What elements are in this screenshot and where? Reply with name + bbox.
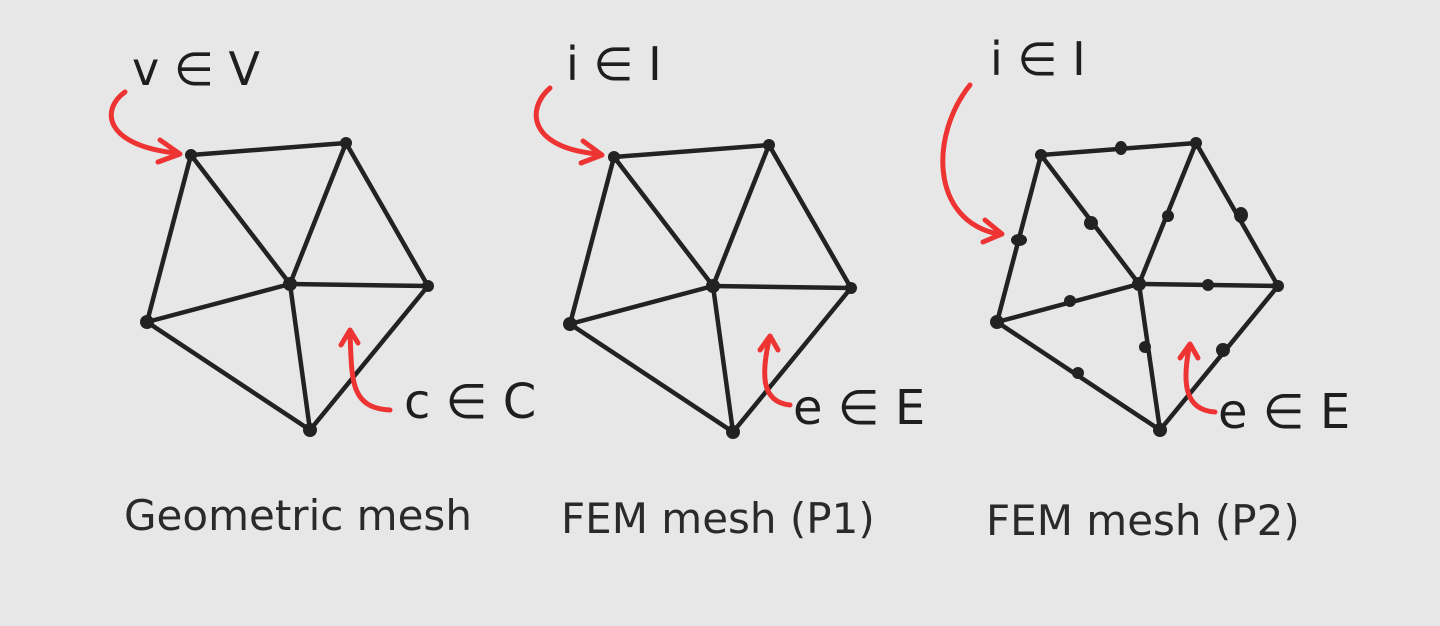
- element-set-label: e ∈ E: [1218, 384, 1350, 440]
- dof-dot: [1162, 210, 1174, 222]
- dof-dot: [845, 282, 857, 294]
- dof-dot: [726, 425, 740, 439]
- vertex-dot: [340, 137, 352, 149]
- cell-pointer-arrow: [347, 331, 393, 413]
- fem-p1-caption: FEM mesh (P1): [561, 494, 875, 543]
- dof-dot: [990, 315, 1004, 329]
- dof-pointer-arrow: [533, 85, 601, 157]
- vertex-dot: [422, 280, 434, 292]
- dof-dot: [1139, 341, 1151, 353]
- dof-pointer-arrowhead: [578, 138, 605, 166]
- dof-dot: [1084, 216, 1098, 230]
- cell-pointer-arrowhead: [338, 327, 361, 348]
- element-pointer-arrow: [1183, 345, 1218, 415]
- vertex-dot: [140, 315, 154, 329]
- element-pointer-arrowhead: [1177, 341, 1201, 361]
- dof-dot: [706, 279, 720, 293]
- dof-dot: [563, 317, 577, 331]
- element-pointer-arrowhead: [757, 333, 781, 353]
- fem-p1-mesh: [567, 142, 854, 435]
- dof-dot: [1234, 207, 1248, 223]
- dof-dot: [1272, 280, 1284, 292]
- dof-dot: [1153, 423, 1167, 437]
- vertex-dot: [303, 423, 317, 437]
- geometric-mesh: [144, 140, 431, 433]
- fem-p1-dofs: [563, 139, 857, 439]
- dof-dot: [763, 139, 775, 151]
- dof-dot: [608, 151, 620, 163]
- dof-dot: [1216, 343, 1230, 357]
- dof-dot: [1132, 277, 1146, 291]
- dof-dot: [1072, 367, 1084, 379]
- dof-dot: [1011, 234, 1027, 246]
- cell-set-label: c ∈ C: [404, 374, 536, 430]
- dof-dot: [1190, 137, 1202, 149]
- vertex-dot: [185, 149, 197, 161]
- dof-pointer-arrowhead: [980, 217, 1005, 245]
- dof-dot: [1115, 141, 1127, 155]
- dof-dot: [1202, 279, 1214, 291]
- fem-p2-caption: FEM mesh (P2): [986, 496, 1300, 545]
- dof-dot: [1035, 149, 1047, 161]
- dof-set-label: i ∈ I: [990, 32, 1086, 86]
- vertex-set-label: v ∈ V: [132, 42, 261, 96]
- geometric-mesh-caption: Geometric mesh: [124, 491, 472, 540]
- vertex-pointer-arrow: [108, 89, 178, 156]
- dof-dot: [1064, 295, 1076, 307]
- geometric-vertices: [140, 137, 434, 437]
- element-pointer-arrow: [762, 337, 793, 408]
- dof-pointer-arrow: [940, 82, 1001, 237]
- dof-set-label: i ∈ I: [566, 37, 662, 91]
- element-set-label: e ∈ E: [793, 380, 925, 436]
- vertex-pointer-arrowhead: [155, 137, 183, 165]
- fem-p2-dofs: [990, 137, 1284, 437]
- vertex-dot: [283, 277, 297, 291]
